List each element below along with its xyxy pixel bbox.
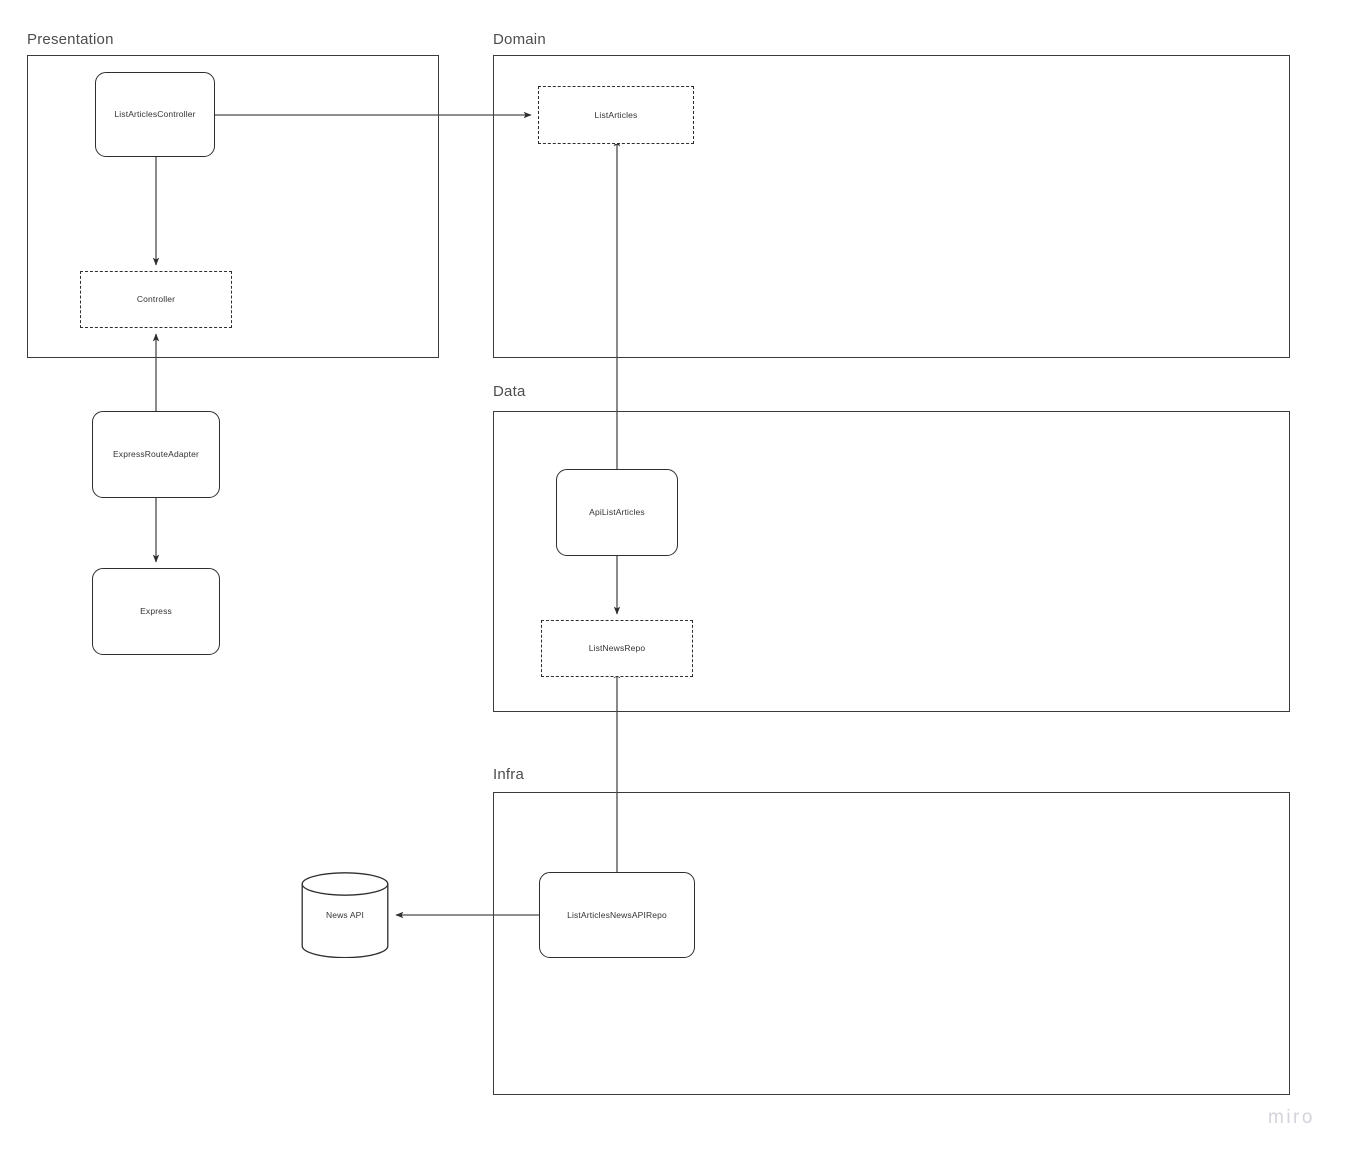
node-list-articles-news-api-repo[interactable]: ListArticlesNewsAPIRepo bbox=[539, 872, 695, 958]
group-label-presentation: Presentation bbox=[27, 31, 114, 48]
node-list-news-repo[interactable]: ListNewsRepo bbox=[541, 620, 693, 677]
group-container-presentation[interactable] bbox=[27, 55, 439, 358]
group-label-infra: Infra bbox=[493, 766, 525, 783]
group-container-infra[interactable] bbox=[493, 792, 1290, 1095]
node-label-controller: Controller bbox=[136, 294, 176, 305]
node-label-list-articles-controller: ListArticlesController bbox=[114, 109, 196, 120]
node-list-articles[interactable]: ListArticles bbox=[538, 86, 694, 144]
node-news-api[interactable]: News API bbox=[301, 872, 389, 958]
group-container-data[interactable] bbox=[493, 411, 1290, 712]
node-express[interactable]: Express bbox=[92, 568, 220, 655]
node-label-news-api: News API bbox=[325, 910, 365, 920]
node-controller[interactable]: Controller bbox=[80, 271, 232, 328]
group-label-domain: Domain bbox=[493, 31, 546, 48]
node-list-articles-controller[interactable]: ListArticlesController bbox=[95, 72, 215, 157]
node-label-api-list-articles: ApiListArticles bbox=[589, 507, 645, 518]
node-label-express-route-adapter: ExpressRouteAdapter bbox=[112, 449, 199, 460]
node-label-list-articles-news-api-repo: ListArticlesNewsAPIRepo bbox=[567, 909, 667, 920]
miro-watermark: miro bbox=[1268, 1107, 1315, 1128]
node-express-route-adapter[interactable]: ExpressRouteAdapter bbox=[92, 411, 220, 498]
group-container-domain[interactable] bbox=[493, 55, 1290, 358]
node-api-list-articles[interactable]: ApiListArticles bbox=[556, 469, 678, 556]
cylinder-icon bbox=[301, 872, 389, 958]
node-label-express: Express bbox=[140, 606, 172, 617]
node-label-list-articles: ListArticles bbox=[594, 109, 638, 120]
node-label-list-news-repo: ListNewsRepo bbox=[588, 643, 646, 654]
group-label-data: Data bbox=[493, 383, 526, 400]
